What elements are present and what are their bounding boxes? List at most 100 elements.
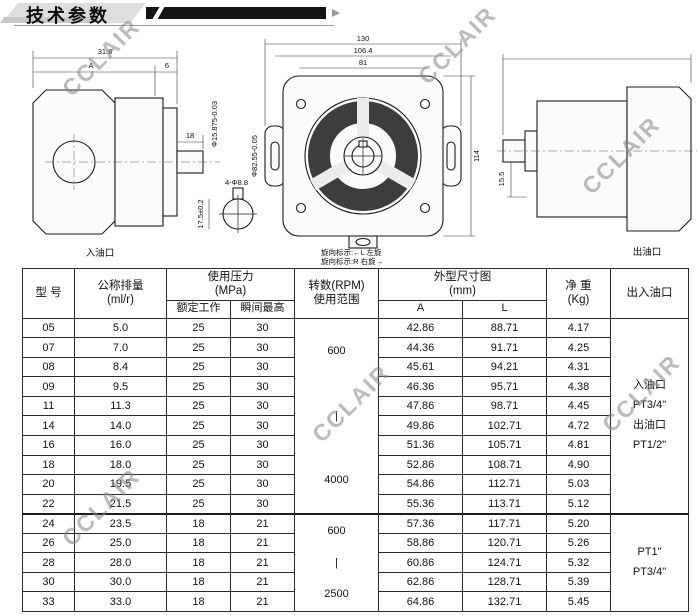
header-dimensions-line2: (mm) [449,285,476,298]
cell-dim-a: 45.61 [378,356,463,378]
cell-pressure-rated: 25 [166,435,231,456]
dim-label: 81 [359,58,367,67]
cell-dim-a: 64.86 [378,591,463,612]
inlet-port-label: 入油口 [86,247,115,259]
spec-table-header: 型 号 公称排量 (ml/r) 使用压力 (MPa) 转数(RPM) 使用范围 … [22,268,689,319]
cell-pressure-rated: 25 [166,395,231,417]
cell-dim-l: 112.71 [462,474,547,495]
centerlines [45,134,220,190]
cell-rpm-range: 600|2500 [294,512,379,612]
cell-dim-l: 95.71 [462,376,547,397]
cell-model: 18 [22,454,75,476]
cell-dim-a: 51.36 [378,435,463,456]
cell-dim-l: 108.71 [462,454,547,476]
cell-pressure-rated: 18 [166,591,231,612]
cell-model: 09 [22,376,75,397]
header-rpm-line2: 使用范围 [313,294,360,307]
cell-model: 08 [22,356,75,378]
cell-displacement: 28.0 [74,552,167,573]
cell-dim-a: 46.36 [378,376,463,397]
cell-weight: 5.45 [546,591,611,612]
cell-pressure-rated: 25 [166,317,231,339]
ports-line: PT1/2" [632,438,667,451]
cell-ports: PT1"PT3/4" [610,512,689,612]
cell-weight: 5.03 [546,474,611,495]
header-pressure: 使用压力 (MPa) [166,268,295,301]
cell-pressure-rated: 25 [166,474,231,495]
cell-dim-l: 120.71 [462,532,547,554]
cell-dim-l: 132.71 [462,591,547,612]
header-dimensions-line1: 外型尺寸图 [433,271,492,283]
cell-model: 11 [22,395,75,417]
cell-pressure-peak: 21 [230,532,295,554]
cell-dim-a: 47.86 [378,395,463,417]
header-row-2: 额定工作 瞬间最高 A L [23,299,689,319]
cell-dim-a: 54.86 [378,474,463,495]
cell-dim-a: 52.86 [378,454,463,476]
cell-weight: 4.31 [546,356,611,378]
cell-pressure-peak: 30 [230,415,295,437]
cell-dim-l: 128.71 [462,571,547,593]
ports-line: PT3/4" [632,398,667,411]
cell-pressure-rated: 25 [166,356,231,378]
left-view-dimensions: 31.8 A 6 18 Φ15.875-0.03 [32,47,219,149]
cell-pressure-rated: 25 [166,376,231,397]
header-displacement-line1: 公称排量 [97,280,144,292]
cell-dim-l: 105.71 [462,435,547,456]
cell-weight: 5.12 [546,493,611,515]
header-dim-a: A [378,299,463,319]
page-title: 技术参数 [26,6,110,26]
cell-dim-a: 57.36 [378,512,463,534]
cell-weight: 5.39 [546,571,611,593]
cell-pressure-rated: 18 [166,571,231,593]
cell-pressure-rated: 25 [166,493,231,515]
cell-weight: 4.45 [546,395,611,417]
cell-weight: 4.25 [546,337,611,358]
header-black-bar-decoration [146,7,326,19]
rpm-line: 600 [327,525,346,538]
dim-label: 114 [472,150,481,162]
ports-line: 入油口 [633,379,666,392]
side-view-outlet-drawing: 15.5 出油口 [497,54,697,258]
drain-port-detail: 4-Φ8.8 17.5±0.2 [196,178,257,233]
header-rpm: 转数(RPM) 使用范围 [294,268,379,319]
cell-weight: 4.72 [546,415,611,437]
cell-displacement: 8.4 [74,356,167,378]
cell-model: 20 [22,474,75,495]
cell-weight: 5.32 [546,552,611,573]
cell-displacement: 7.0 [74,337,167,358]
cell-dim-l: 88.71 [462,317,547,339]
rpm-lines: 600|4000 [297,319,376,513]
cell-pressure-rated: 18 [166,532,231,554]
outlet-port-label: 出油口 [633,246,662,258]
cell-model: 22 [22,493,75,515]
cell-pressure-peak: 30 [230,454,295,476]
cell-pressure-peak: 30 [230,474,295,495]
cell-pressure-rated: 25 [166,454,231,476]
rpm-line: 4000 [324,474,349,487]
side-view-inlet-drawing: 31.8 A 6 18 Φ15.875-0.03 入油口 [32,47,220,259]
cell-displacement: 23.5 [74,512,167,534]
cell-pressure-rated: 25 [166,415,231,437]
cell-displacement: 30.0 [74,571,167,593]
header-pressure-line2: (MPa) [214,285,247,298]
header-pressure-rated: 额定工作 [166,299,231,319]
header-rule-line [14,25,334,26]
cell-pressure-peak: 30 [230,435,295,456]
header-weight-line2: (Kg) [567,294,590,307]
header-dim-l: L [462,299,547,319]
spec-table: 型 号 公称排量 (ml/r) 使用压力 (MPa) 转数(RPM) 使用范围 … [22,268,689,612]
cell-displacement: 21.5 [74,493,167,515]
cell-displacement: 19.5 [74,474,167,495]
cell-pressure-peak: 21 [230,512,295,534]
header-row-1: 型 号 公称排量 (ml/r) 使用压力 (MPa) 转数(RPM) 使用范围 … [22,268,689,319]
